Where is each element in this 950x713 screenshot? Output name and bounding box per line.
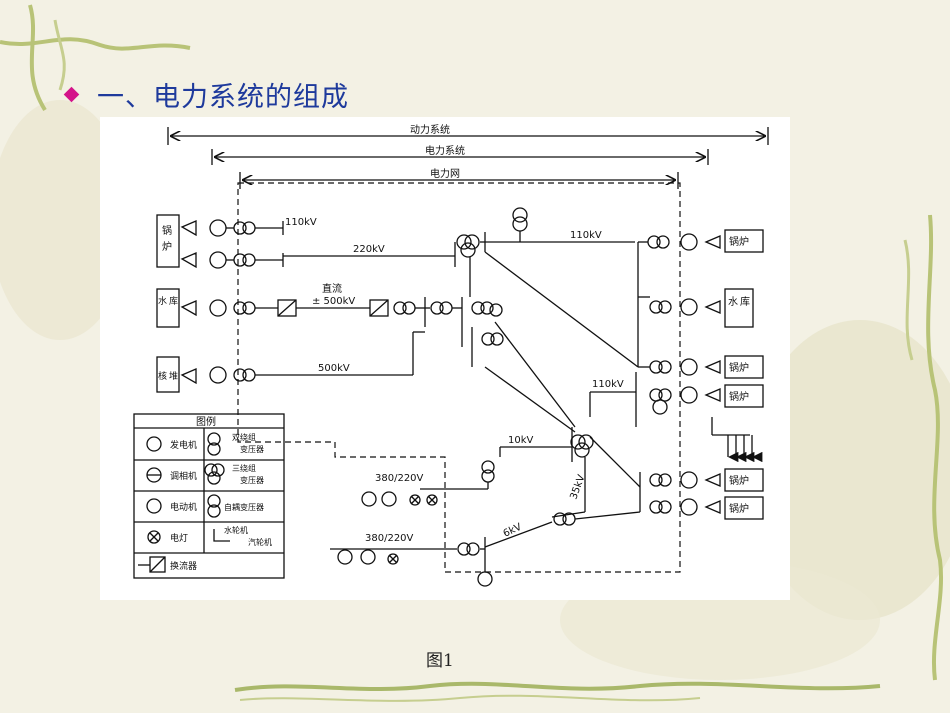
right-boiler-4-label: 锅炉 (729, 475, 749, 487)
label-dc: 直流 (322, 282, 342, 295)
legend-motor: 电动机 (170, 501, 197, 513)
label-110kv-top-right: 110kV (570, 230, 602, 241)
span-label-power-system: 电力系统 (425, 144, 465, 157)
legend-title: 图例 (196, 415, 216, 428)
left-reservoir-label: 水库 (158, 295, 178, 307)
label-10kv: 10kV (508, 435, 534, 446)
legend-synchronous-condenser: 调相机 (170, 470, 197, 482)
label-dc-voltage: ± 500kV (312, 296, 355, 307)
label-380-220v-lower: 380/220V (365, 533, 414, 544)
legend-autotransformer: 自耦变压器 (224, 502, 264, 512)
legend-two-winding-a: 双绕组 (232, 432, 256, 442)
figure-caption: 图1 (426, 651, 454, 671)
legend-three-winding-b: 变压器 (240, 475, 264, 485)
label-110kv-top-left: 110kV (285, 217, 317, 228)
power-system-figure: 动力系统 电力系统 电力网 锅 炉 水库 核堆 110kV 220kV 110k… (100, 117, 790, 600)
legend-steam-turbine: 汽轮机 (248, 537, 272, 547)
right-boiler-3-label: 锅炉 (729, 391, 749, 403)
span-label-dynamic-system: 动力系统 (410, 123, 450, 136)
span-label-power-grid: 电力网 (430, 167, 460, 180)
label-380-220v-upper: 380/220V (375, 473, 424, 484)
right-boiler-5-label: 锅炉 (729, 503, 749, 515)
left-boiler-char-2: 炉 (162, 241, 172, 253)
legend-two-winding-b: 变压器 (240, 444, 264, 454)
label-220kv: 220kV (353, 244, 385, 255)
right-boiler-2-label: 锅炉 (729, 362, 749, 374)
slide-title-row: 一、电力系统的组成 (63, 74, 349, 114)
legend-converter: 换流器 (170, 560, 197, 572)
diamond-bullet-icon (63, 86, 80, 102)
right-boiler-1-label: 锅炉 (729, 236, 749, 248)
label-110kv-mid-right: 110kV (592, 379, 624, 390)
slide-title: 一、电力系统的组成 (97, 81, 349, 113)
legend-lamp: 电灯 (170, 532, 188, 544)
left-boiler-char-1: 锅 (162, 225, 172, 237)
legend-three-winding-a: 三绕组 (232, 463, 256, 473)
power-system-diagram: 动力系统 电力系统 电力网 锅 炉 水库 核堆 110kV 220kV 110k… (133, 123, 769, 587)
right-reservoir-label: 水库 (728, 295, 750, 308)
label-500kv: 500kV (318, 363, 350, 374)
legend-generator: 发电机 (170, 439, 197, 451)
legend-hydro-turbine: 水轮机 (224, 525, 248, 535)
left-nuclear-label: 核堆 (158, 370, 178, 382)
